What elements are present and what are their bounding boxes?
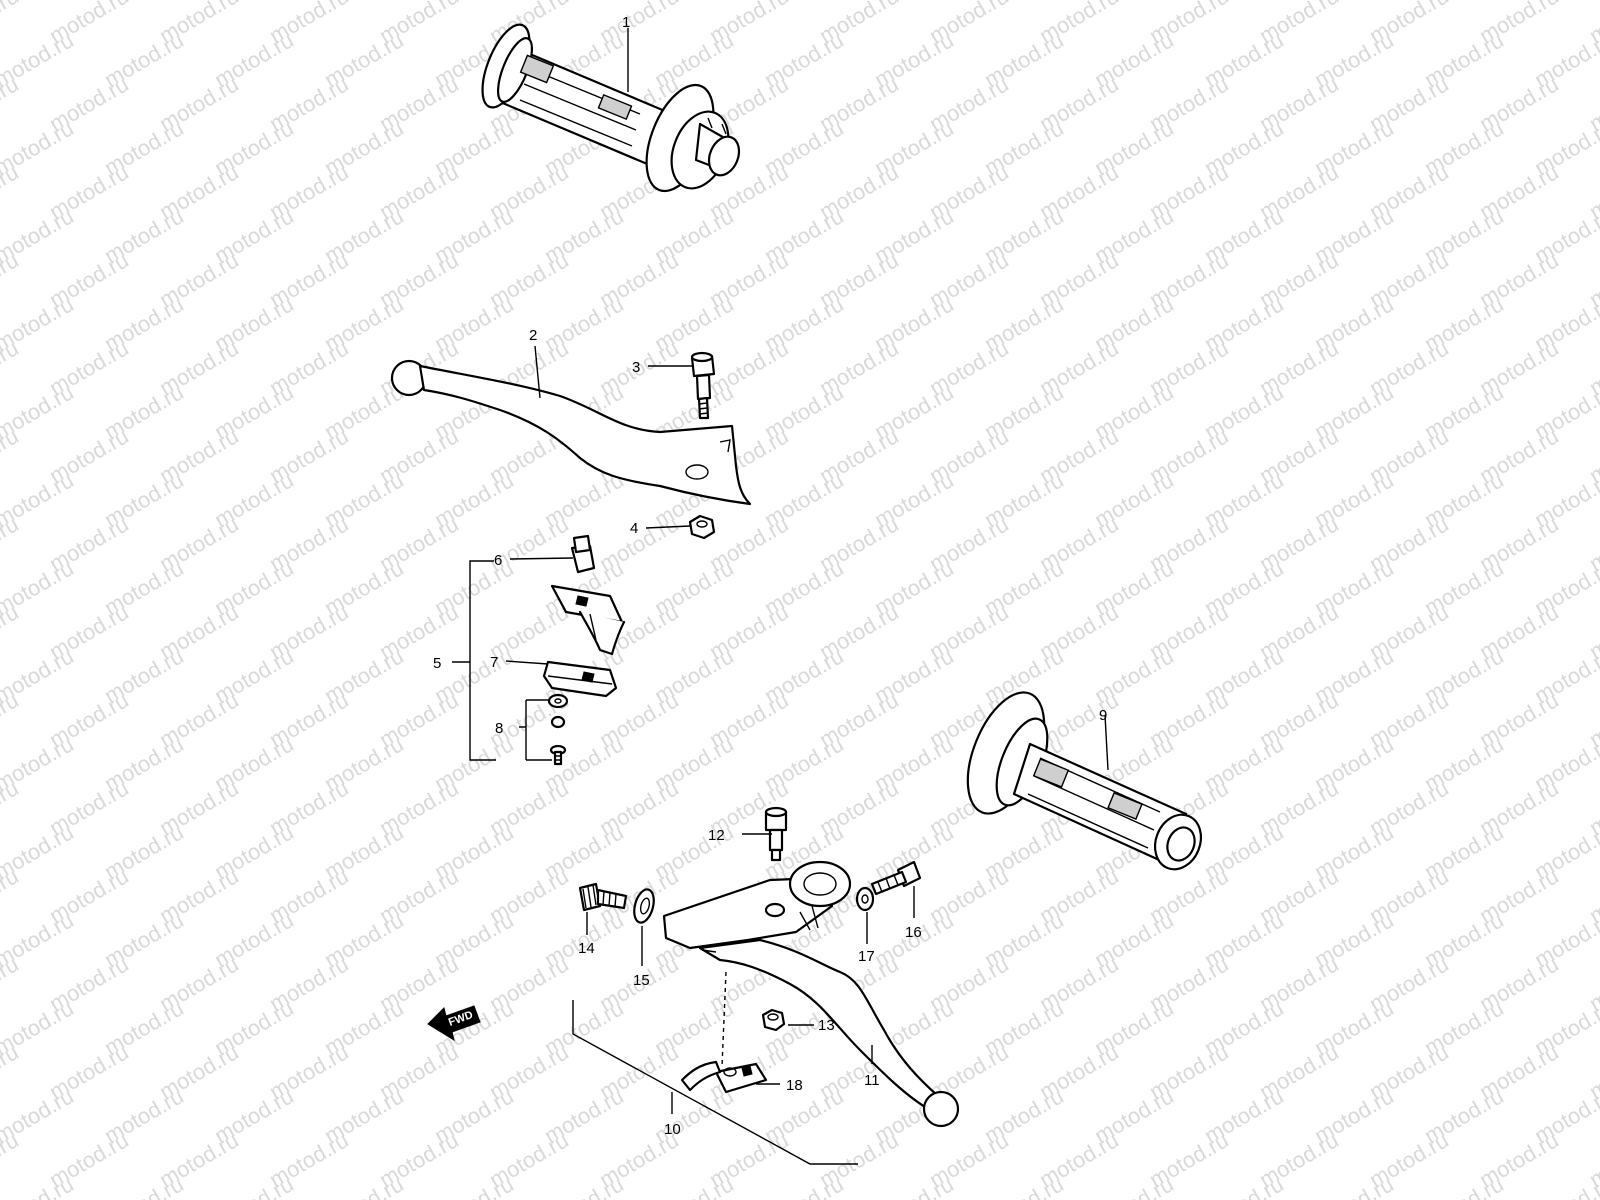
fwd-arrow-icon: FWD	[427, 1005, 481, 1042]
callout-9: 9	[1099, 707, 1107, 724]
callout-12: 12	[708, 827, 725, 844]
switch-cap	[570, 534, 596, 574]
clutch-switch	[680, 1060, 768, 1094]
clutch-adjuster	[578, 882, 628, 912]
switch-body-upper	[550, 584, 626, 656]
callout-4: 4	[630, 520, 638, 537]
callout-11: 11	[864, 1072, 880, 1089]
callout-1: 1	[622, 14, 630, 31]
callout-16: 16	[905, 924, 922, 941]
bracket-washer	[855, 886, 875, 912]
callout-7: 7	[490, 654, 498, 671]
callout-6: 6	[494, 552, 502, 569]
callout-8: 8	[495, 720, 503, 737]
callout-15: 15	[633, 972, 650, 989]
callout-10: 10	[664, 1121, 681, 1138]
switch-body	[542, 660, 618, 698]
clutch-lever-nut	[761, 1008, 786, 1032]
brake-lever-pivot-bolt	[690, 351, 716, 420]
adjuster-locknut	[633, 888, 655, 924]
callout-13: 13	[818, 1017, 835, 1034]
callout-5: 5	[433, 655, 441, 672]
right-grip-throttle	[481, 23, 741, 193]
bracket-bolt	[870, 860, 922, 896]
callout-14: 14	[578, 940, 595, 957]
callout-17: 17	[858, 948, 875, 965]
brake-lever-nut	[688, 514, 716, 540]
callout-numbers: 1 2 3 4 5 6 7 8 9 10 11 12 13 14 15 16 1…	[433, 14, 1107, 1138]
leader-lines	[452, 28, 1109, 1165]
clutch-lever-pivot-bolt	[764, 806, 788, 862]
clutch-lever-bracket-assembly	[662, 860, 960, 1128]
front-brake-lever	[390, 359, 752, 506]
left-grip	[966, 691, 1203, 871]
switch-screw-washer-set	[547, 693, 569, 766]
callout-2: 2	[529, 327, 537, 344]
callout-3: 3	[632, 359, 640, 376]
callout-18: 18	[786, 1077, 803, 1094]
